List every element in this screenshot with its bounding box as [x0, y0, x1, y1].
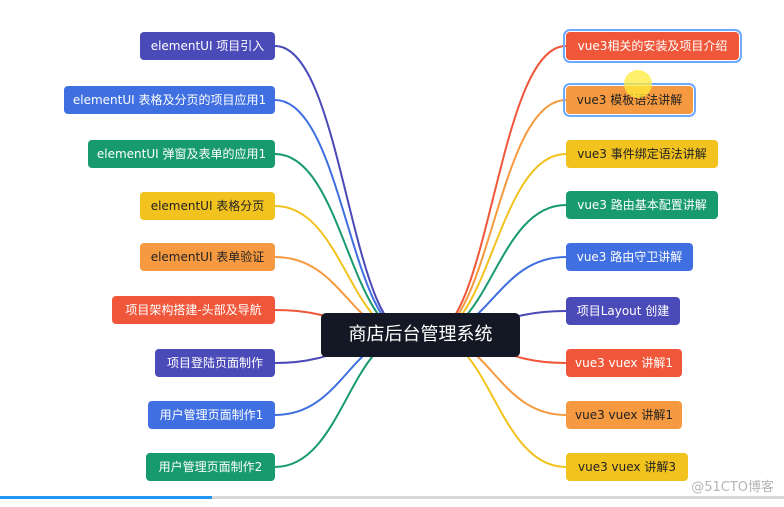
right-node-9[interactable]: vue3 vuex 讲解3 [566, 453, 688, 481]
central-topic[interactable]: 商店后台管理系统 [321, 313, 520, 357]
left-node-9[interactable]: 用户管理页面制作2 [146, 453, 275, 481]
connector-right-2 [429, 99, 567, 336]
left-node-1[interactable]: elementUI 项目引入 [140, 32, 275, 60]
left-node-7[interactable]: 项目登陆页面制作 [155, 349, 275, 377]
watermark: @51CTO博客 [691, 480, 774, 495]
left-node-3[interactable]: elementUI 弹窗及表单的应用1 [88, 140, 275, 168]
right-node-4[interactable]: vue3 路由基本配置讲解 [566, 191, 718, 219]
left-node-5[interactable]: elementUI 表单验证 [140, 243, 275, 271]
left-node-2[interactable]: elementUI 表格及分页的项目应用1 [64, 86, 275, 114]
left-node-8[interactable]: 用户管理页面制作1 [148, 401, 275, 429]
right-node-2[interactable]: vue3 模板语法讲解 [563, 83, 696, 117]
right-node-6[interactable]: 项目Layout 创建 [566, 297, 680, 325]
video-progress-bar[interactable] [0, 496, 784, 499]
left-node-6[interactable]: 项目架构搭建-头部及导航 [112, 296, 275, 324]
right-node-3[interactable]: vue3 事件绑定语法讲解 [566, 140, 718, 168]
left-node-4[interactable]: elementUI 表格分页 [140, 192, 275, 220]
right-node-5[interactable]: vue3 路由守卫讲解 [566, 243, 693, 271]
video-progress-fill [0, 496, 212, 499]
right-node-7[interactable]: vue3 vuex 讲解1 [566, 349, 682, 377]
right-node-8[interactable]: vue3 vuex 讲解1 [566, 401, 682, 429]
right-node-1[interactable]: vue3相关的安装及项目介绍 [563, 29, 742, 63]
connector-left-2 [274, 99, 411, 336]
cursor-highlight-icon [624, 70, 652, 98]
